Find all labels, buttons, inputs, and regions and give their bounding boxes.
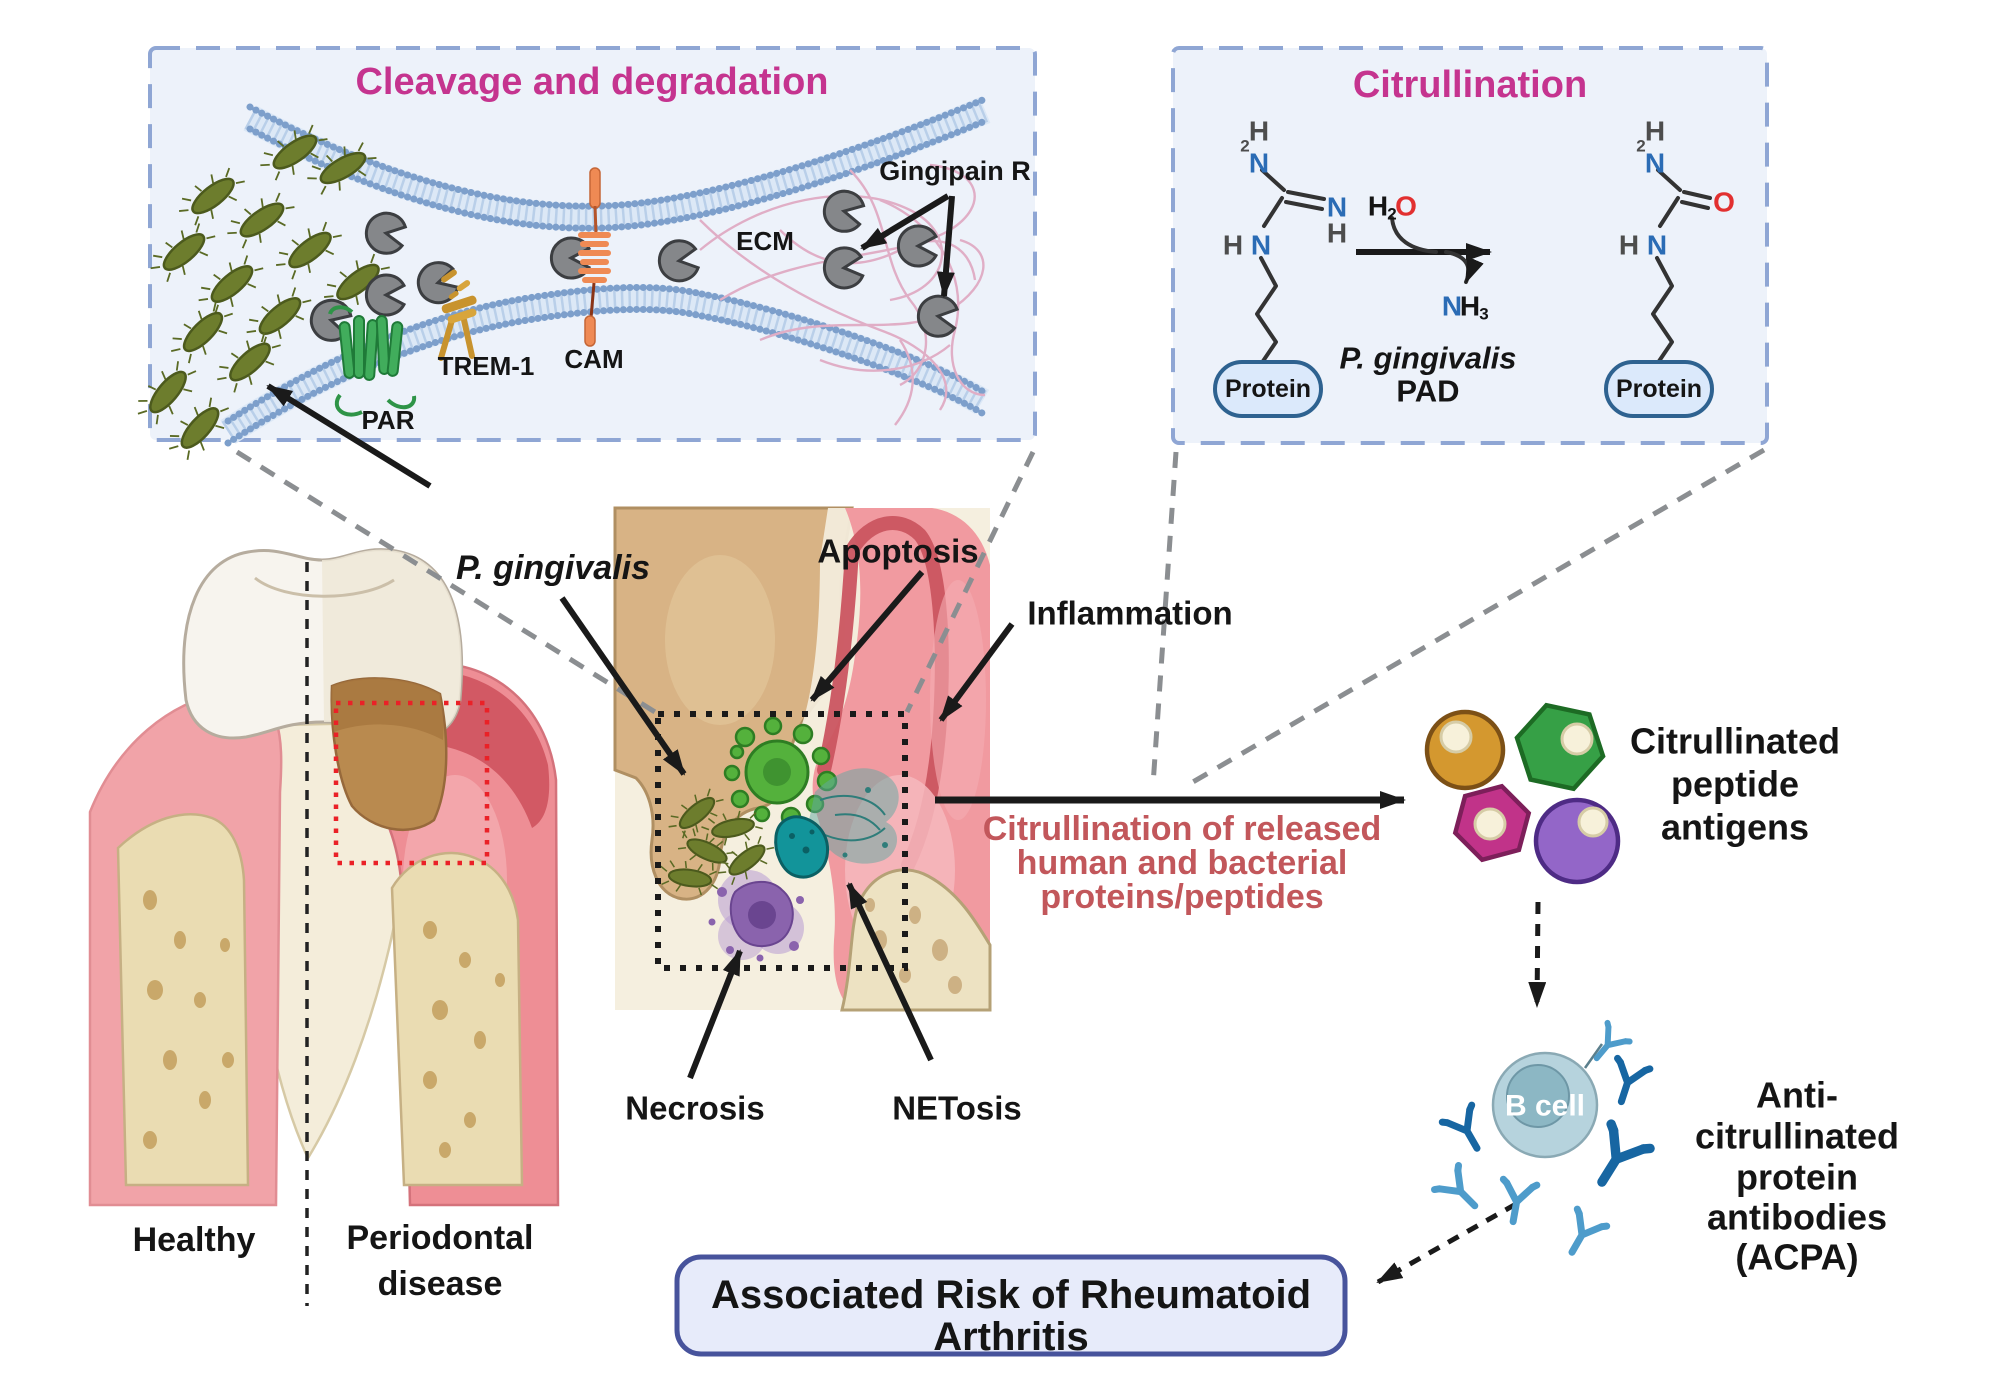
chem-o: O	[1713, 187, 1735, 218]
antigens-label-line1: Citrullinated	[1630, 721, 1840, 762]
acpa-label-line2: citrullinated	[1695, 1116, 1899, 1157]
par-label: PAR	[362, 405, 415, 435]
arrow-necrosis	[687, 949, 743, 1080]
cam-receptor-icon	[578, 167, 611, 347]
tartar-deposit	[330, 677, 448, 832]
gingipain-r-arrows	[860, 193, 955, 298]
par-receptor-icon	[328, 305, 417, 417]
trem1-label: TREM-1	[438, 351, 535, 381]
antigen-circle-purple	[1533, 797, 1621, 885]
netosis-label: NETosis	[892, 1090, 1022, 1127]
b-cell-nucleus	[1506, 1064, 1570, 1128]
antibody-icon	[1583, 1124, 1651, 1194]
arrow-pgingivalis	[559, 596, 687, 776]
arrow-apoptosis	[809, 570, 925, 702]
pad-enzyme-abbr: PAD	[1396, 374, 1459, 409]
inflammation-label: Inflammation	[1027, 595, 1232, 632]
acpa-label-line1: Anti-	[1756, 1075, 1838, 1116]
antigens-label-line3: antigens	[1661, 807, 1809, 848]
arrow-inflammation	[938, 622, 1015, 722]
citrullinated-antigens	[1424, 702, 1621, 885]
disease-highlight-box	[333, 700, 490, 866]
b-cell-group	[1434, 1023, 1650, 1261]
risk-box-line2: Arthritis	[933, 1315, 1089, 1359]
chem-n: N	[1251, 230, 1271, 261]
netosis-cell-icon	[774, 768, 899, 879]
periodontal-label-line1: Periodontal	[346, 1219, 533, 1257]
callout-connector	[904, 450, 1036, 714]
protein-label: Protein	[1616, 375, 1702, 403]
chem-sub2: 2	[1240, 137, 1249, 156]
healthy-label: Healthy	[133, 1221, 256, 1259]
citrullination-panel-title: Citrullination	[1353, 64, 1587, 106]
citrullination-caption-line3: proteins/peptides	[1040, 878, 1323, 916]
citrullination-caption-line2: human and bacterial	[1017, 844, 1348, 882]
membrane-upper	[243, 95, 991, 232]
water-sub2: 2	[1387, 205, 1396, 224]
zoom-box	[655, 711, 908, 971]
bone-resorbed	[390, 851, 524, 1187]
chem-n: N	[1327, 192, 1347, 223]
ammonia-h: H	[1460, 291, 1480, 322]
chem-h: H	[1223, 230, 1243, 261]
citrulline-structure	[1604, 168, 1714, 418]
protein-label: Protein	[1225, 375, 1311, 403]
p-gingivalis-label: P. gingivalis	[456, 549, 650, 587]
antibody-icon	[1434, 1165, 1486, 1217]
antibody-icon	[1496, 1179, 1536, 1224]
gingipain-r-label: Gingipain R	[879, 156, 1031, 186]
arrow-acpa-to-risk	[1376, 1201, 1518, 1285]
antigens-label-line2: peptide	[1671, 764, 1799, 805]
antigen-hexagon-green	[1514, 702, 1606, 792]
periodontal-label-line2: disease	[378, 1265, 503, 1303]
ammonia-n: N	[1442, 291, 1462, 322]
ecm-label: ECM	[736, 226, 794, 256]
water-h: H	[1368, 191, 1388, 222]
pad-enzyme-name: P. gingivalis	[1340, 341, 1517, 376]
chem-sub2: 2	[1636, 137, 1645, 156]
acpa-label-line4: antibodies	[1707, 1197, 1887, 1238]
water-o: O	[1395, 191, 1417, 222]
chem-h: H	[1249, 116, 1269, 147]
bone-healthy	[116, 813, 250, 1187]
chem-h: H	[1645, 116, 1665, 147]
tooth-illustration	[88, 548, 560, 1306]
chem-h: H	[1619, 230, 1639, 261]
arrow-netosis	[846, 882, 934, 1062]
cam-label: CAM	[564, 344, 623, 374]
arrow-antigens-to-bcell	[1528, 901, 1547, 1008]
chem-h: H	[1327, 218, 1347, 249]
chem-n: N	[1647, 230, 1667, 261]
chem-n: N	[1645, 148, 1665, 179]
apoptosis-label: Apoptosis	[817, 533, 978, 570]
b-cell-label: B cell	[1505, 1090, 1585, 1123]
risk-box	[674, 1254, 1348, 1357]
antibody-icon	[1557, 1209, 1606, 1261]
necrosis-label: Necrosis	[625, 1090, 764, 1127]
arrow-to-cleavage-panel	[266, 383, 432, 489]
citrullination-caption-line1: Citrullination of released	[983, 810, 1382, 848]
antibody-icon	[1605, 1058, 1650, 1107]
acpa-label-line5: (ACPA)	[1735, 1237, 1858, 1278]
ammonia-sub3: 3	[1479, 305, 1488, 324]
antibody-icon	[1442, 1105, 1491, 1157]
reaction-arrow	[1356, 216, 1492, 284]
cleavage-panel-title: Cleavage and degradation	[355, 61, 828, 103]
trem1-receptor-icon	[438, 269, 477, 361]
arginine-structure	[1213, 168, 1326, 418]
gingival-pocket-line	[817, 516, 949, 872]
acpa-label-line3: protein	[1736, 1157, 1858, 1198]
risk-box-line1: Associated Risk of Rheumatoid	[711, 1273, 1311, 1317]
chem-n: N	[1249, 148, 1269, 179]
apoptotic-cell-icon	[723, 716, 838, 828]
